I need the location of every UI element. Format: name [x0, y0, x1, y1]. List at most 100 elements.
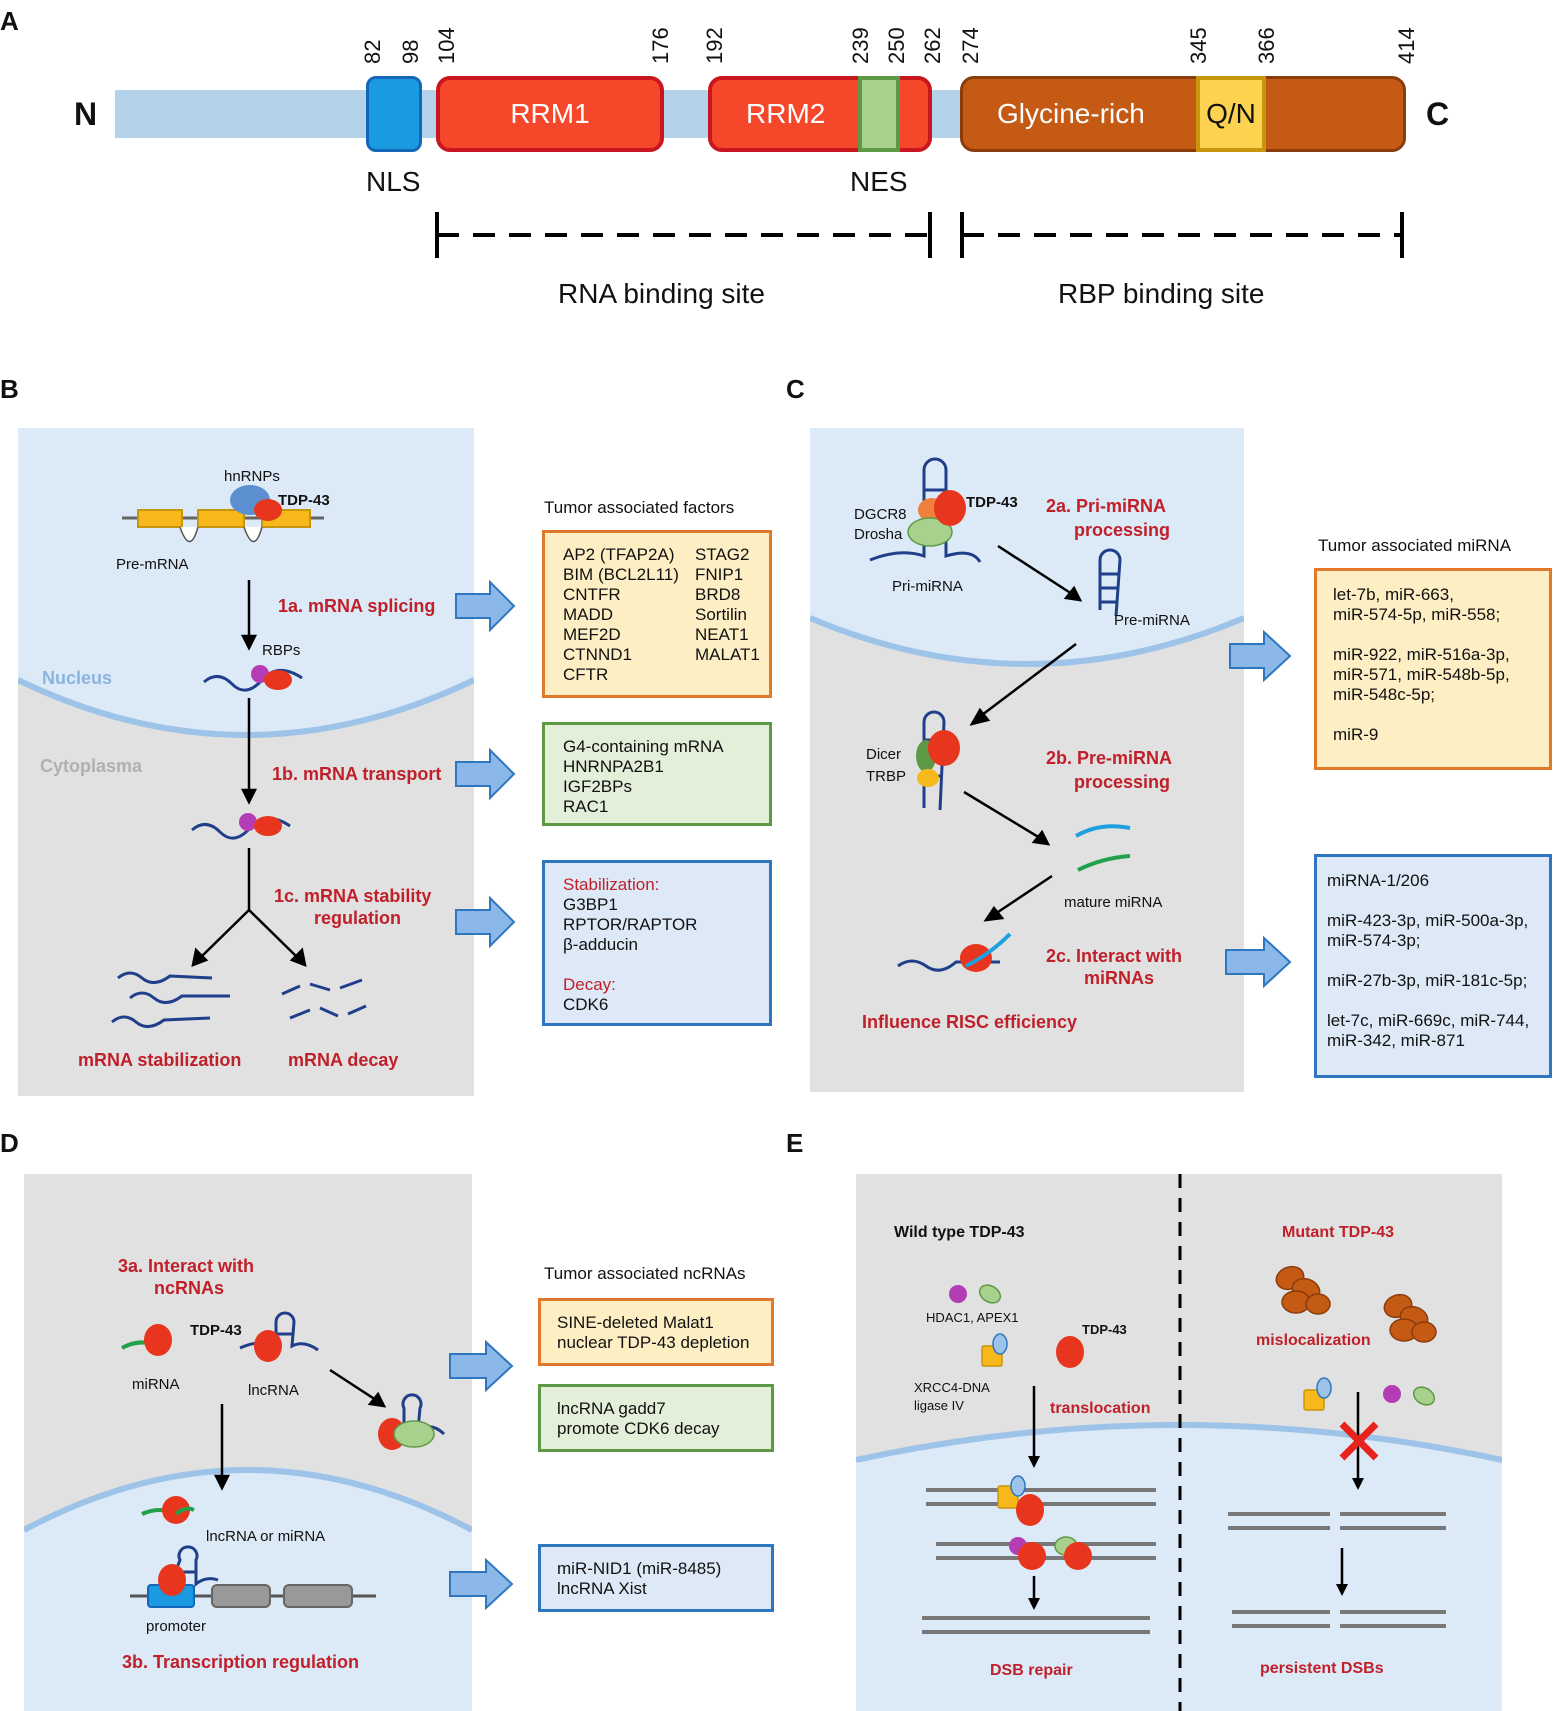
panel-letter-a: A [0, 6, 19, 36]
hnrnps-label: hnRNPs [224, 468, 280, 485]
factor-item: MALAT1 [695, 645, 760, 664]
factor-item: BRD8 [695, 585, 741, 604]
translocation-label: translocation [1050, 1400, 1151, 1417]
mirna-item: miR-574-3p; [1327, 931, 1421, 950]
panel-letter-d: D [0, 1128, 19, 1158]
step-2b-label-2: processing [1074, 772, 1171, 792]
factor-item: FNIP1 [695, 565, 744, 584]
step-2c-label-2: miRNAs [1084, 968, 1155, 988]
step-3a-label: 3a. Interact with [118, 1256, 255, 1276]
pri-mirna-label: Pri-miRNA [892, 578, 963, 595]
mirna-title: Tumor associated miRNA [1318, 536, 1512, 555]
xrcc4-label-2: ligase IV [914, 1398, 964, 1413]
rrm1-domain: RRM1 [436, 76, 664, 152]
rbp-binding-site-label: RBP binding site [1058, 278, 1265, 309]
factor-item: MEF2D [563, 625, 621, 644]
mislocalization-label: mislocalization [1256, 1332, 1371, 1349]
mirna-label: miRNA [132, 1376, 180, 1393]
step-1c-label-2: regulation [314, 908, 402, 928]
factor-item: CFTR [563, 665, 609, 684]
panel-letter-b: B [0, 374, 19, 404]
rna-binding-site-label: RNA binding site [558, 278, 766, 309]
trbp-label: TRBP [866, 768, 907, 785]
factor-item: G4-containing mRNA [563, 737, 724, 756]
ncrna-item: promote CDK6 decay [557, 1419, 720, 1438]
factor-item: HNRNPA2B1 [563, 757, 664, 776]
stability-factors-box: Stabilization: G3BP1 RPTOR/RAPTOR β-addu… [542, 860, 772, 1026]
factor-item: STAG2 [695, 545, 750, 564]
rbps-label: RBPs [262, 642, 301, 659]
nes-label: NES [850, 166, 908, 197]
mirna-item: miR-9 [1333, 725, 1379, 744]
mirna-item: miR-423-3p, miR-500a-3p, [1327, 911, 1529, 930]
factor-item: CNTFR [563, 585, 621, 604]
step-1a-label: 1a. mRNA splicing [278, 596, 436, 616]
n-terminus-label: N [74, 96, 98, 132]
mirna-item: let-7c, miR-669c, miR-744, [1327, 1011, 1530, 1030]
ncrna-item: lncRNA gadd7 [557, 1399, 666, 1418]
lncrna-or-mirna-label: lncRNA or miRNA [206, 1528, 326, 1545]
panel-letter-e: E [786, 1128, 804, 1158]
dicer-label: Dicer [866, 746, 902, 763]
hdac-apex-label: HDAC1, APEX1 [926, 1310, 1019, 1325]
step-3a-label-2: ncRNAs [154, 1278, 225, 1298]
tdp43-label: TDP-43 [966, 494, 1018, 511]
pre-mrna-label: Pre-mRNA [116, 556, 189, 573]
binding-site-brackets [435, 212, 1404, 258]
splicing-factors-box: AP2 (TFAP2A) BIM (BCL2L11) CNTFR MADD ME… [542, 530, 772, 698]
wild-type-label: Wild type TDP-43 [894, 1224, 1025, 1241]
factor-item: Sortilin [695, 605, 747, 624]
promoter-label: promoter [146, 1618, 207, 1635]
dgcr8-label: DGCR8 [854, 506, 907, 523]
ncrna-item: miR-NID1 (miR-8485) [557, 1559, 722, 1578]
lncrna-label: lncRNA [248, 1382, 299, 1399]
factor-item: CDK6 [563, 995, 609, 1014]
mirna-processing-box: let-7b, miR-663, miR-574-5p, miR-558; mi… [1314, 568, 1552, 770]
step-2a-label: 2a. Pri-miRNA [1046, 496, 1167, 516]
mirna-item: miR-571, miR-548b-5p, [1333, 665, 1510, 684]
step-1c-label: 1c. mRNA stability [274, 886, 432, 906]
factor-item: NEAT1 [695, 625, 749, 644]
factor-item: G3BP1 [563, 895, 618, 914]
dsb-repair-label: DSB repair [990, 1662, 1073, 1679]
ncrna-green-box: lncRNA gadd7 promote CDK6 decay [538, 1384, 774, 1452]
nucleus-label: Nucleus [42, 668, 113, 688]
mirna-item: miR-574-5p, miR-558; [1333, 605, 1501, 624]
step-2b-label: 2b. Pre-miRNA [1046, 748, 1173, 768]
mirna-item: miR-922, miR-516a-3p, [1333, 645, 1510, 664]
transport-factors-box: G4-containing mRNA HNRNPA2B1 IGF2BPs RAC… [542, 722, 772, 826]
drosha-label: Drosha [854, 526, 903, 543]
ncrna-item: nuclear TDP-43 depletion [557, 1333, 750, 1352]
nls-label: NLS [366, 166, 421, 197]
mirna-item: miR-342, miR-871 [1327, 1031, 1465, 1050]
step-2a-label-2: processing [1074, 520, 1171, 540]
mutant-label: Mutant TDP-43 [1282, 1224, 1394, 1241]
ncrna-title: Tumor associated ncRNAs [544, 1264, 746, 1283]
mirna-item: miR-27b-3p, miR-181c-5p; [1327, 971, 1528, 990]
nls-domain [366, 76, 422, 152]
factor-item: RAC1 [563, 797, 609, 816]
pre-mirna-label: Pre-miRNA [1114, 612, 1190, 629]
risc-label: Influence RISC efficiency [862, 1012, 1078, 1032]
xrcc4-label: XRCC4-DNA [914, 1380, 990, 1395]
mrna-stabilization-label: mRNA stabilization [78, 1050, 242, 1070]
ncrna-item: SINE-deleted Malat1 [557, 1313, 714, 1332]
factor-item: MADD [563, 605, 614, 624]
factor-item: AP2 (TFAP2A) [563, 545, 675, 564]
mirna-interaction-box: miRNA-1/206 miR-423-3p, miR-500a-3p, miR… [1314, 854, 1552, 1078]
ncrna-blue-box: miR-NID1 (miR-8485) lncRNA Xist [538, 1544, 774, 1612]
panel-letter-c: C [786, 374, 805, 404]
step-3b-label: 3b. Transcription regulation [122, 1652, 360, 1672]
tdp43-label: TDP-43 [278, 492, 330, 509]
persistent-dsbs-label: persistent DSBs [1260, 1660, 1384, 1677]
step-2c-label: 2c. Interact with [1046, 946, 1183, 966]
factor-item: BIM (BCL2L11) [563, 565, 679, 584]
mirna-item: let-7b, miR-663, [1333, 585, 1454, 604]
factor-item: RPTOR/RAPTOR [563, 915, 698, 934]
nes-domain [858, 76, 900, 152]
step-1b-label: 1b. mRNA transport [272, 764, 442, 784]
decay-header: Decay: [563, 975, 616, 994]
